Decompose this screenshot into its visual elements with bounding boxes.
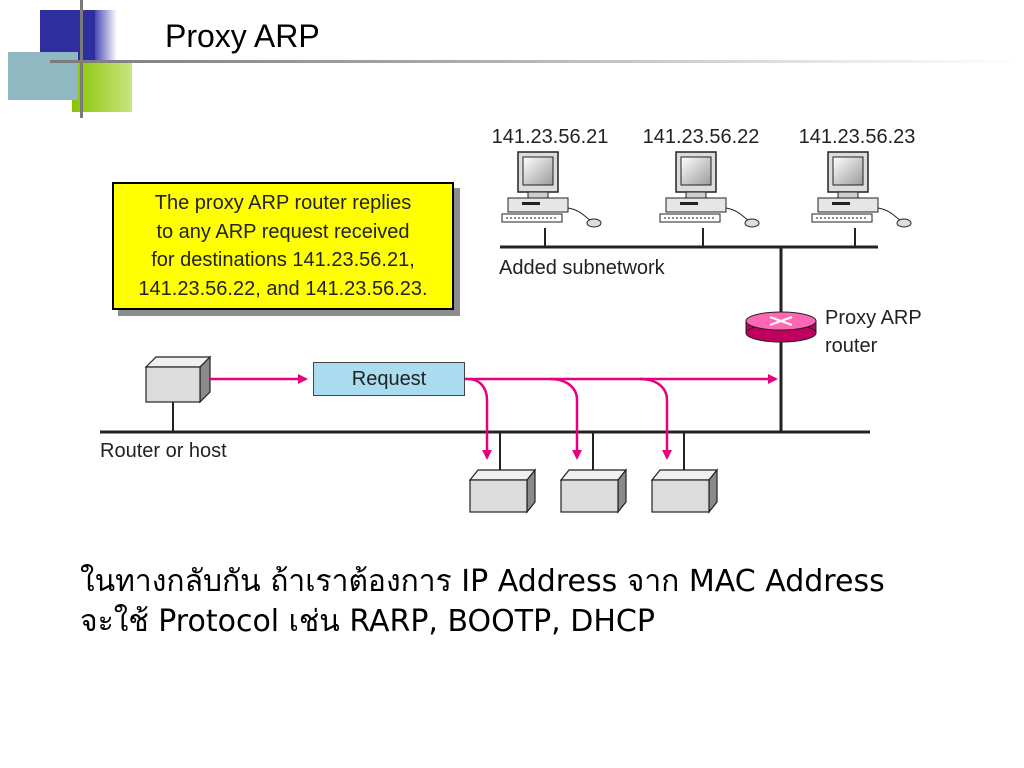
slide-caption: ในทางกลับกัน ถ้าเราต้องการ IP Address จา…	[80, 562, 885, 642]
host-ip-label-1: 141.23.56.21	[491, 126, 609, 148]
host-ip-label-3: 141.23.56.23	[798, 126, 916, 148]
decor-vertical-line	[80, 0, 83, 118]
lan-host-icon-3	[650, 432, 719, 514]
caption-line-2: จะใช้ Protocol เช่น RARP, BOOTP, DHCP	[80, 604, 655, 639]
added-subnetwork-label: Added subnetwork	[499, 257, 665, 279]
proxy-note-box: The proxy ARP router replies to any ARP …	[112, 182, 454, 310]
router-label-line1: Proxy ARP	[825, 307, 922, 329]
decor-square-blue-light	[95, 10, 117, 65]
computer-icon-1	[501, 151, 602, 228]
computer-icon-2	[659, 151, 760, 228]
caption-line-1: ในทางกลับกัน ถ้าเราต้องการ IP Address จา…	[80, 564, 885, 599]
router-label-line2: router	[825, 335, 878, 357]
proxy-note-text: The proxy ARP router replies to any ARP …	[138, 192, 428, 300]
host-ip-label-2: 141.23.56.22	[642, 126, 760, 148]
lan-host-icon-2	[559, 432, 628, 514]
computer-icon-3	[811, 151, 912, 228]
added-subnetwork-bus	[500, 228, 878, 249]
title-rule	[50, 60, 1024, 63]
request-arrows	[210, 374, 778, 460]
request-packet-label: Request	[313, 362, 465, 396]
lan-host-icon-1	[468, 432, 537, 514]
source-host-icon	[144, 355, 212, 432]
router-icon	[745, 311, 817, 343]
source-host-label: Router or host	[100, 440, 227, 462]
slide-title: Proxy ARP	[165, 18, 320, 54]
